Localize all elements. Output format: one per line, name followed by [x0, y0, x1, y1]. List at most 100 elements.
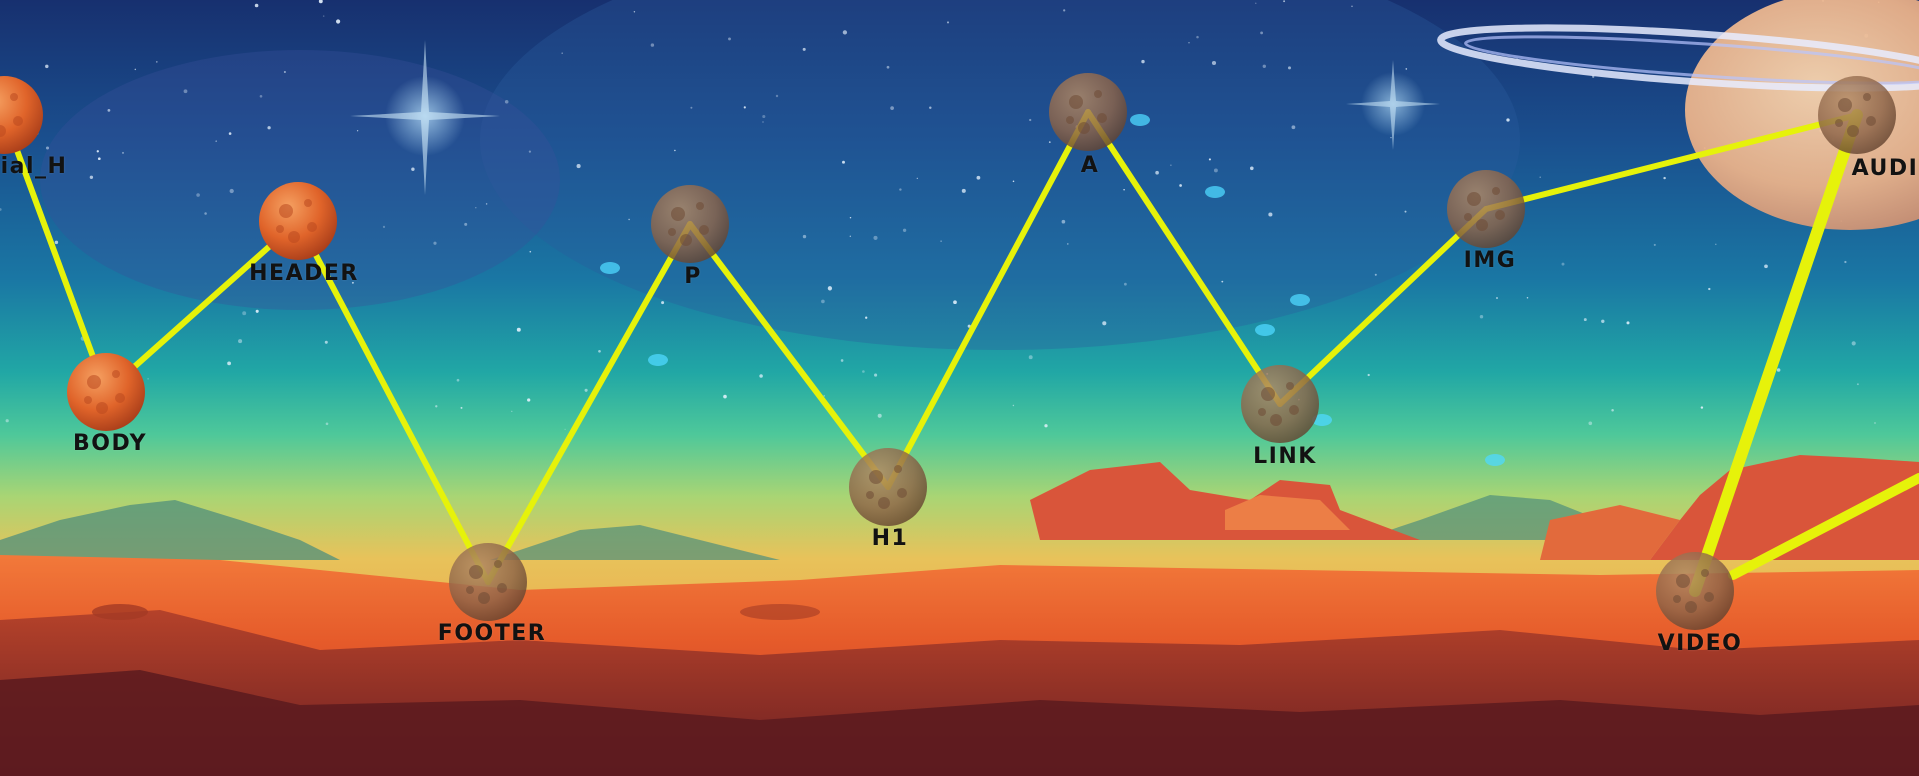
star	[743, 106, 746, 109]
saturn-planet	[1437, 0, 1919, 230]
glow-dot	[1485, 454, 1505, 466]
star	[1844, 260, 1847, 264]
planet-crater	[1704, 592, 1714, 602]
star	[1250, 166, 1254, 171]
star	[336, 19, 341, 24]
planet-crater	[680, 234, 692, 246]
star	[1262, 64, 1266, 68]
star	[762, 114, 766, 119]
star	[953, 300, 957, 305]
star	[382, 225, 386, 228]
level-label-p: P	[684, 264, 702, 289]
star	[485, 203, 488, 205]
stars	[0, 0, 1880, 466]
star	[674, 149, 676, 152]
level-label-img: IMG	[1463, 248, 1517, 273]
star	[324, 340, 328, 344]
star	[1561, 262, 1565, 266]
level-label-a: A	[1080, 153, 1100, 178]
planet-crater	[87, 375, 101, 389]
star	[215, 140, 217, 142]
star	[661, 301, 665, 305]
planet-crater	[494, 560, 502, 568]
level-paths	[1, 109, 1919, 597]
star	[1611, 408, 1614, 412]
planet-crater	[894, 465, 902, 473]
star	[1208, 158, 1211, 161]
star	[1539, 176, 1541, 178]
planet-crater	[1066, 116, 1074, 124]
level-label-footer: FOOTER	[437, 621, 547, 646]
star	[283, 70, 286, 74]
star	[1012, 180, 1015, 183]
star	[946, 21, 950, 24]
planet-icon	[449, 543, 527, 621]
star	[527, 398, 531, 402]
star	[874, 373, 878, 377]
level-planet-img[interactable]	[1447, 170, 1525, 248]
level-planet-header[interactable]	[259, 182, 337, 260]
star	[1221, 280, 1224, 283]
star	[267, 126, 271, 130]
level-planet-video[interactable]	[1656, 552, 1734, 630]
star	[961, 188, 966, 193]
level-planet-link[interactable]	[1241, 365, 1319, 443]
star	[122, 151, 124, 154]
path-segment	[1689, 109, 1863, 597]
star	[1028, 355, 1033, 360]
star	[1367, 373, 1370, 377]
star	[1048, 141, 1051, 143]
planet-icon	[849, 448, 927, 526]
level-planet-audio[interactable]	[1818, 76, 1896, 154]
star	[435, 405, 438, 408]
planet-crater	[878, 497, 890, 509]
level-label-h1: H1	[871, 526, 909, 551]
level-label-initial_h: ial_H	[0, 154, 68, 179]
star	[511, 410, 513, 412]
planet-crater	[96, 402, 108, 414]
star	[356, 130, 359, 132]
star	[1044, 424, 1048, 428]
star	[528, 150, 532, 153]
glow-dot	[600, 262, 620, 274]
planet-crater	[1289, 405, 1299, 415]
star	[940, 240, 942, 242]
level-planet-a[interactable]	[1049, 73, 1127, 151]
star	[759, 374, 763, 378]
level-planet-footer[interactable]	[449, 543, 527, 621]
star	[155, 61, 158, 63]
star	[598, 349, 601, 353]
level-planet-initial_h[interactable]	[0, 76, 43, 154]
star	[633, 11, 636, 13]
glow-dot	[1205, 186, 1225, 198]
planet-crater	[1261, 387, 1275, 401]
star	[1188, 42, 1190, 44]
star	[1283, 0, 1286, 3]
star	[1213, 168, 1218, 173]
path-segment	[485, 221, 693, 585]
level-label-video: VIDEO	[1657, 631, 1743, 656]
star	[254, 3, 259, 8]
path-segment	[1277, 206, 1489, 407]
star	[802, 47, 806, 51]
star	[1764, 264, 1768, 269]
star	[576, 164, 581, 169]
star	[886, 65, 890, 69]
star	[842, 30, 848, 35]
planet-crater	[1258, 408, 1266, 416]
mountains-far	[0, 495, 1640, 560]
star	[929, 106, 932, 110]
star	[325, 422, 329, 426]
level-planet-body[interactable]	[67, 353, 145, 431]
level-planet-p[interactable]	[651, 185, 729, 263]
star	[529, 250, 532, 253]
star	[802, 234, 807, 239]
level-planet-h1[interactable]	[849, 448, 927, 526]
star	[902, 228, 907, 232]
star	[1715, 243, 1717, 246]
star	[516, 327, 521, 332]
star	[97, 157, 101, 161]
planet-crater	[1847, 125, 1859, 137]
